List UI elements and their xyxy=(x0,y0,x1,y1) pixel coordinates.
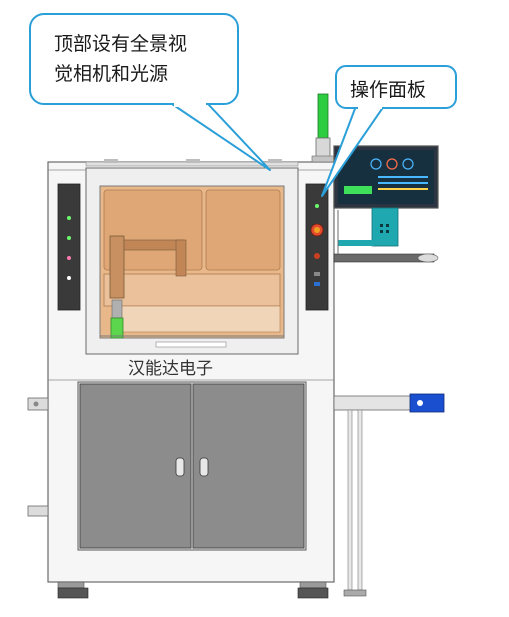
upper-window xyxy=(85,167,299,355)
callout-top-camera: 顶部设有全景视 觉相机和光源 xyxy=(29,13,271,171)
callout-panel-label: 操作面板 xyxy=(350,79,426,101)
callout-top-camera-line1: 顶部设有全景视 xyxy=(54,33,187,55)
stack-light-icon xyxy=(311,93,335,163)
right-side-panel xyxy=(305,183,329,311)
door-handle-icon xyxy=(175,457,185,477)
cabinet-door-left xyxy=(79,383,192,549)
cabinet-door-right xyxy=(192,383,305,549)
indicator-light-icon xyxy=(67,216,71,220)
brand-label: 汉能达电子 xyxy=(128,359,213,379)
callout-panel: 操作面板 xyxy=(321,65,457,197)
callout-top-camera-line2: 觉相机和光源 xyxy=(54,63,168,85)
conveyor-right xyxy=(333,393,445,597)
machine-feet xyxy=(57,581,329,599)
lower-cabinet xyxy=(48,379,334,551)
operation-panel xyxy=(333,145,439,263)
conveyor-left xyxy=(27,397,49,517)
left-side-panel xyxy=(57,183,81,311)
conveyor-drive xyxy=(409,393,445,413)
